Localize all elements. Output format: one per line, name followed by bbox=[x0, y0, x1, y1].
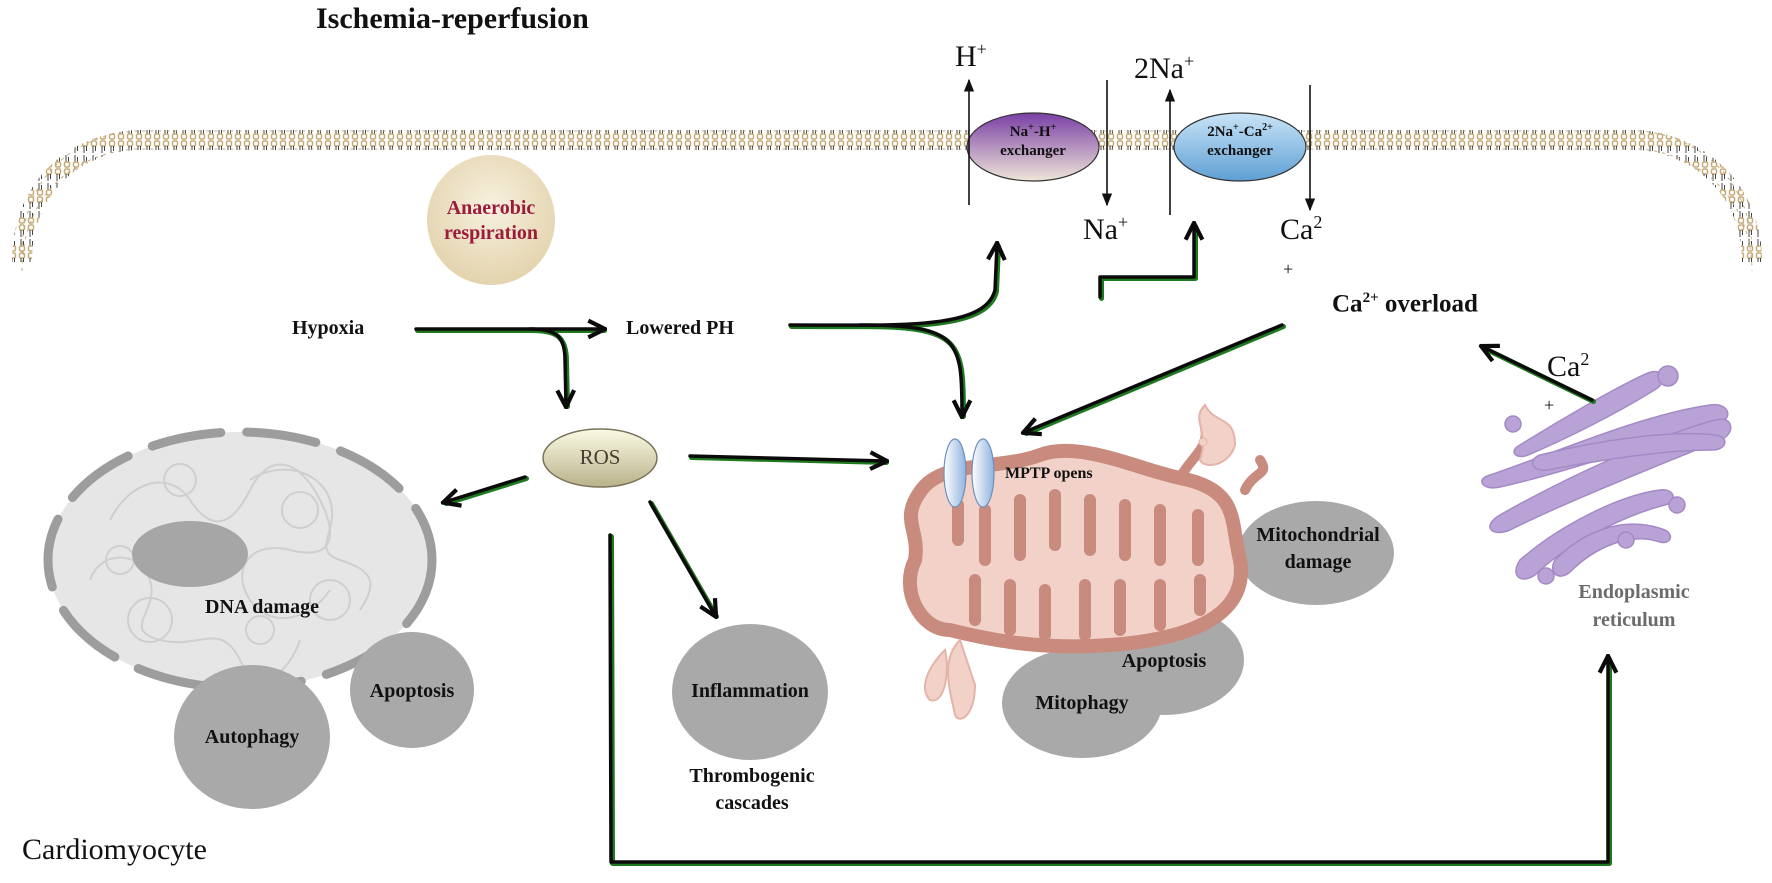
ion-base: Ca bbox=[1547, 350, 1581, 383]
cell-type-label: Cardiomyocyte bbox=[22, 833, 207, 866]
na-ca-exchanger-label: 2Na+-Ca2+ exchanger bbox=[1207, 122, 1273, 161]
er-label-line1: Endoplasmic bbox=[1578, 581, 1690, 603]
mito-apoptosis-label: Apoptosis bbox=[1121, 650, 1207, 672]
na-ca-exchanger bbox=[1173, 112, 1307, 182]
ion-ca-er-plus: + bbox=[1544, 395, 1555, 415]
ros-label: ROS bbox=[579, 445, 621, 469]
na-h-exchanger bbox=[966, 112, 1100, 182]
na-h-exchanger-label: Na+-H+ exchanger bbox=[1000, 122, 1066, 161]
hypoxia-label: Hypoxia bbox=[292, 317, 365, 339]
thrombogenic-line1: Thrombogenic bbox=[689, 765, 815, 787]
ion-sup: + bbox=[976, 39, 987, 59]
er-label: Endoplasmic reticulum bbox=[1578, 578, 1689, 634]
nucleus-apoptosis-label: Apoptosis bbox=[369, 680, 455, 702]
anaerobic-respiration-node bbox=[427, 155, 555, 285]
ion-base: H bbox=[955, 40, 977, 73]
thrombogenic-line2: cascades bbox=[715, 792, 789, 814]
ion-sup: + bbox=[1117, 212, 1129, 232]
pathway-arrows bbox=[414, 225, 1610, 866]
mito-damage-label: Mitochondrial damage bbox=[1256, 522, 1379, 576]
ion-na-in: Na+ bbox=[1083, 212, 1129, 246]
mito-damage-line2: damage bbox=[1284, 551, 1352, 573]
ion-ca-er: Ca2 bbox=[1547, 349, 1590, 383]
ion-sup: + bbox=[1183, 51, 1195, 71]
er-label-line2: reticulum bbox=[1592, 609, 1676, 631]
ion-base: Ca bbox=[1280, 213, 1314, 246]
diagram-title: Ischemia-reperfusion bbox=[316, 2, 589, 35]
mitochondrion bbox=[903, 403, 1269, 720]
exchanger-line2: exchanger bbox=[1000, 142, 1066, 159]
exchanger-line1: 2Na+-Ca2+ bbox=[1207, 122, 1273, 140]
ion-flux-arrows bbox=[963, 78, 1316, 215]
ca-overload-label: Ca2+ overload bbox=[1332, 290, 1478, 318]
inflammation-label: Inflammation bbox=[691, 680, 809, 702]
anaerobic-text: Anaerobic respiration bbox=[443, 197, 539, 244]
anaerobic-respiration-label: Anaerobic respiration bbox=[426, 196, 556, 246]
mptp-pore-icon bbox=[943, 438, 967, 508]
nucleus bbox=[43, 427, 437, 693]
dna-damage-label: DNA damage bbox=[205, 596, 319, 618]
nucleus-autophagy-label: Autophagy bbox=[204, 726, 300, 748]
lowered-ph-label: Lowered PH bbox=[626, 317, 734, 339]
ion-base: Na bbox=[1083, 213, 1118, 246]
mptp-label: MPTP opens bbox=[1005, 465, 1093, 482]
mitophagy-label: Mitophagy bbox=[1035, 692, 1129, 714]
ion-ca-in-plus: + bbox=[1283, 259, 1294, 279]
ion-h-out: H+ bbox=[955, 39, 987, 73]
mptp-pore-icon bbox=[971, 438, 995, 508]
ion-sup: 2 bbox=[1313, 212, 1323, 232]
exchanger-line1: Na+-H+ bbox=[1009, 122, 1057, 140]
ion-base: 2Na bbox=[1134, 52, 1184, 85]
ion-ca-in: Ca2 bbox=[1280, 212, 1323, 246]
ros-node bbox=[542, 428, 658, 488]
mito-damage-line1: Mitochondrial bbox=[1256, 524, 1380, 546]
ion-sup: 2 bbox=[1580, 349, 1590, 369]
endoplasmic-reticulum bbox=[1481, 365, 1732, 585]
exchanger-line2: exchanger bbox=[1207, 142, 1273, 159]
thrombogenic-label: Thrombogenic cascades bbox=[689, 763, 814, 817]
cell-membrane bbox=[12, 130, 1762, 272]
ion-2na-out: 2Na+ bbox=[1134, 51, 1195, 85]
